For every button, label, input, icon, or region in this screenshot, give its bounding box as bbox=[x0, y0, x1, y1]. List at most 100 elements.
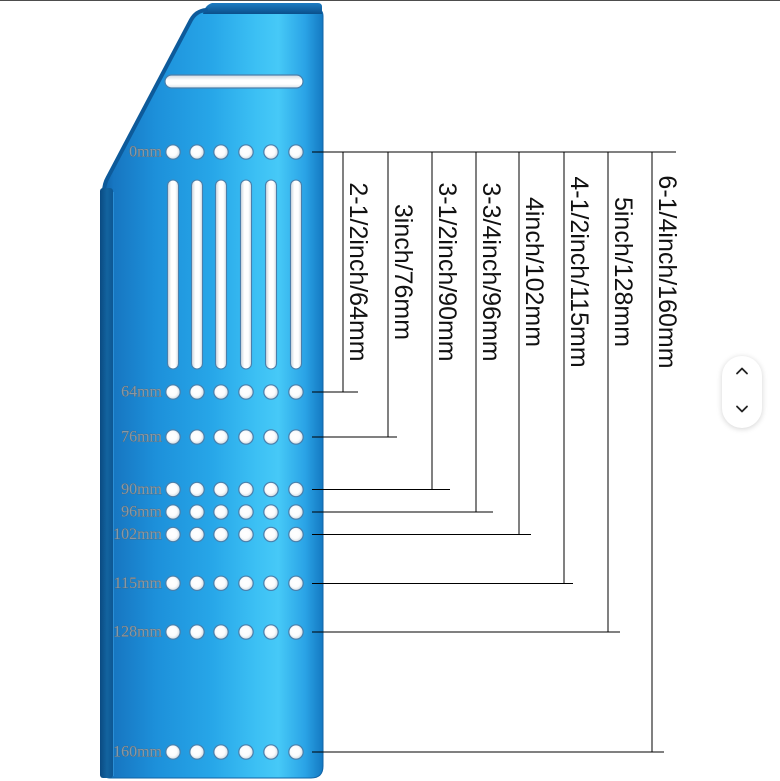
row-mm-label: 76mm bbox=[121, 429, 162, 446]
drill-hole bbox=[288, 744, 304, 760]
vertical-slot bbox=[239, 179, 253, 370]
next-image-button[interactable] bbox=[722, 392, 762, 428]
drill-hole bbox=[213, 504, 229, 520]
callout-label: 5inch/128mm bbox=[609, 197, 637, 347]
hole-row: 160mm bbox=[113, 743, 304, 761]
drill-hole bbox=[165, 144, 181, 160]
drill-hole bbox=[213, 526, 229, 543]
hole-row: 90mm bbox=[121, 481, 304, 498]
drill-hole bbox=[165, 504, 181, 520]
row-mm-label: 115mm bbox=[114, 575, 163, 592]
drill-hole bbox=[288, 144, 304, 160]
hole-rows: 0mm 64mm 76mm 90mm 96mm 102mm 115mm 128mm 160mm bbox=[113, 143, 304, 761]
drill-hole bbox=[189, 526, 205, 543]
drill-hole bbox=[288, 575, 304, 592]
jig-diagonal-edge bbox=[102, 8, 208, 194]
drill-hole bbox=[213, 624, 229, 640]
vertical-slots bbox=[166, 179, 303, 370]
hole-row: 115mm bbox=[113, 575, 304, 592]
drill-hole bbox=[288, 624, 304, 640]
row-mm-label: 96mm bbox=[121, 504, 162, 521]
drill-hole bbox=[238, 384, 254, 400]
drill-hole bbox=[238, 624, 254, 640]
drill-hole bbox=[165, 429, 181, 445]
row-mm-label: 128mm bbox=[113, 624, 162, 641]
drill-hole bbox=[238, 575, 254, 592]
drill-hole bbox=[165, 575, 181, 592]
drill-hole bbox=[263, 429, 279, 445]
drill-hole bbox=[238, 144, 254, 160]
drill-hole bbox=[213, 144, 229, 160]
drill-hole bbox=[165, 624, 181, 640]
drill-hole bbox=[213, 575, 229, 592]
top-divider bbox=[0, 0, 780, 1]
drill-hole bbox=[238, 429, 254, 445]
drill-hole bbox=[238, 526, 254, 543]
drill-hole bbox=[213, 429, 229, 445]
row-mm-label: 102mm bbox=[113, 526, 162, 543]
drill-hole bbox=[213, 481, 229, 498]
hole-row: 0mm bbox=[129, 143, 304, 161]
drill-hole bbox=[288, 429, 304, 445]
chevron-down-icon bbox=[736, 405, 748, 413]
callout-label: 6-1/4inch/160mm bbox=[653, 175, 681, 368]
drill-hole bbox=[189, 624, 205, 640]
drill-jig: 0mm 64mm 76mm 90mm 96mm 102mm 115mm 128mm 160mm bbox=[100, 3, 324, 779]
previous-image-button[interactable] bbox=[722, 356, 762, 392]
drill-hole bbox=[263, 575, 279, 592]
hole-row: 76mm bbox=[121, 428, 304, 446]
drill-hole bbox=[263, 744, 279, 760]
top-slot bbox=[164, 74, 304, 89]
drill-hole bbox=[238, 504, 254, 520]
drill-hole bbox=[263, 384, 279, 400]
hole-row: 64mm bbox=[121, 383, 304, 401]
drill-hole bbox=[189, 481, 205, 498]
drill-hole bbox=[288, 481, 304, 498]
jig-left-flange bbox=[100, 188, 113, 778]
drill-hole bbox=[263, 526, 279, 543]
vertical-slot bbox=[214, 179, 228, 370]
drill-hole bbox=[189, 744, 205, 760]
drill-hole bbox=[263, 624, 279, 640]
row-mm-label: 0mm bbox=[129, 144, 162, 161]
chevron-up-icon bbox=[736, 367, 748, 375]
callout-label: 3-1/2inch/90mm bbox=[433, 182, 461, 361]
vertical-slot bbox=[166, 179, 180, 370]
hole-row: 128mm bbox=[113, 623, 304, 641]
drill-hole bbox=[189, 504, 205, 520]
drill-hole bbox=[165, 384, 181, 400]
drill-hole bbox=[263, 481, 279, 498]
vertical-slot bbox=[289, 179, 303, 370]
drill-hole bbox=[189, 429, 205, 445]
callout-label: 4inch/102mm bbox=[520, 197, 548, 347]
hole-row: 102mm bbox=[113, 526, 304, 543]
row-mm-label: 160mm bbox=[113, 744, 162, 761]
drill-hole bbox=[263, 144, 279, 160]
vertical-slot bbox=[190, 179, 204, 370]
callout-label: 3-3/4inch/96mm bbox=[477, 182, 505, 361]
callout-label: 4-1/2inch/115mm bbox=[565, 176, 593, 367]
image-nav-control bbox=[722, 356, 762, 428]
callout-label: 2-1/2inch/64mm bbox=[344, 182, 372, 361]
drill-hole bbox=[189, 384, 205, 400]
dimension-labels: 2-1/2inch/64mm 3inch/76mm 3-1/2inch/90mm 3-… bbox=[344, 175, 681, 368]
drill-hole bbox=[165, 744, 181, 760]
dimension-leaders bbox=[312, 151, 676, 753]
row-mm-label: 64mm bbox=[121, 384, 162, 401]
drill-hole bbox=[238, 744, 254, 760]
callout-label: 3inch/76mm bbox=[389, 204, 417, 340]
drill-hole bbox=[263, 504, 279, 520]
drill-hole bbox=[213, 744, 229, 760]
row-mm-label: 90mm bbox=[121, 481, 162, 498]
drill-hole bbox=[165, 526, 181, 543]
drill-hole bbox=[288, 526, 304, 543]
drill-hole bbox=[189, 144, 205, 160]
drill-hole bbox=[165, 481, 181, 498]
drill-hole bbox=[238, 481, 254, 498]
drill-hole bbox=[189, 575, 205, 592]
vertical-slot bbox=[264, 179, 278, 370]
drill-hole bbox=[288, 384, 304, 400]
drill-hole bbox=[288, 504, 304, 520]
drill-hole bbox=[213, 384, 229, 400]
